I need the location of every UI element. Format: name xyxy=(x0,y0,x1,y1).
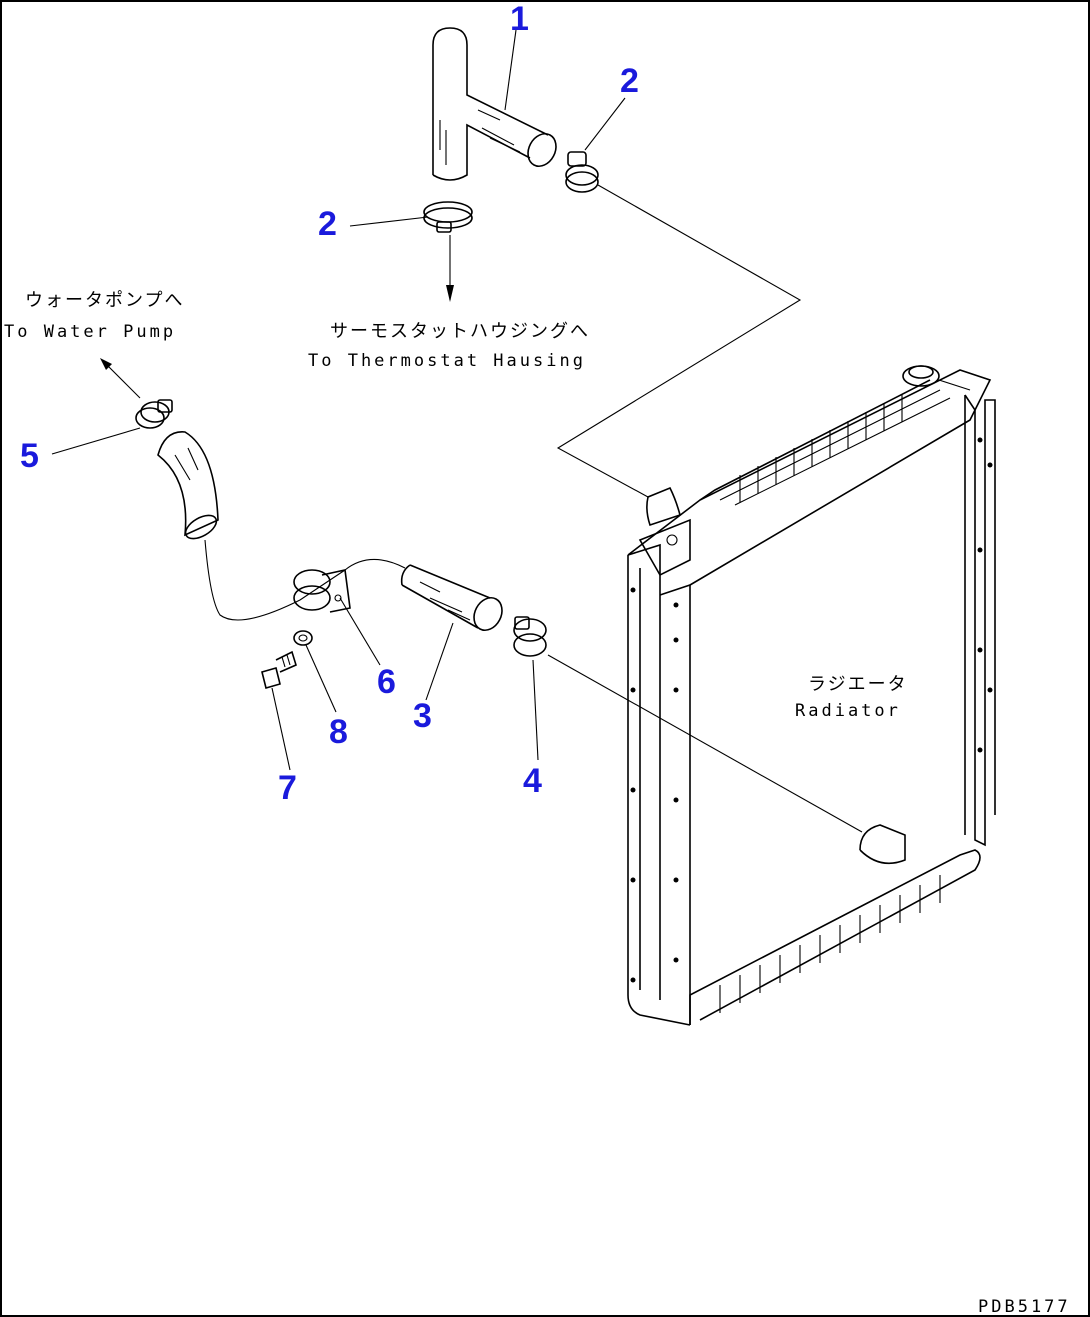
hose-route-line xyxy=(204,539,406,621)
callout-labels: 1 2 2 3 4 5 6 7 8 xyxy=(20,0,639,807)
radiator-label-jp: ラジエータ xyxy=(808,674,908,695)
callout-2-upper-right: 2 xyxy=(620,62,639,100)
hose-clamp-pump xyxy=(135,399,173,429)
upper-hose xyxy=(432,27,557,181)
thermostat-label-jp: サーモスタットハウジングへ xyxy=(330,321,590,342)
drawing-code: PDB5177 xyxy=(978,1297,1071,1317)
hose-clamp-upper-left xyxy=(423,201,473,233)
thermostat-arrow xyxy=(446,235,454,302)
water-pump-hose xyxy=(157,431,219,540)
hose-clamp-lower xyxy=(513,616,547,657)
radiator-label-en: Radiator xyxy=(795,701,901,721)
leader-lines xyxy=(51,29,626,771)
callout-2-upper-left: 2 xyxy=(318,205,337,243)
callout-5: 5 xyxy=(20,437,39,475)
callout-3: 3 xyxy=(413,697,432,735)
water-pump-label-en: To Water Pump xyxy=(4,322,176,342)
water-pump-arrow xyxy=(100,358,141,399)
thermostat-label-en: To Thermostat Hausing xyxy=(308,351,586,371)
lower-hose xyxy=(400,564,503,632)
bracket-clamp xyxy=(293,569,351,613)
upper-connection-line xyxy=(556,184,802,498)
hose-clamp-upper-right xyxy=(565,151,599,193)
callout-6: 6 xyxy=(377,663,396,701)
callout-8: 8 xyxy=(329,713,348,751)
washer xyxy=(293,630,313,646)
lower-connection-line xyxy=(547,654,863,833)
radiator xyxy=(627,365,996,1026)
callout-4: 4 xyxy=(523,762,542,800)
callout-1: 1 xyxy=(510,0,529,38)
bolt xyxy=(261,650,297,689)
water-pump-label-jp: ウォータポンプへ xyxy=(25,290,184,311)
callout-7: 7 xyxy=(278,769,297,807)
